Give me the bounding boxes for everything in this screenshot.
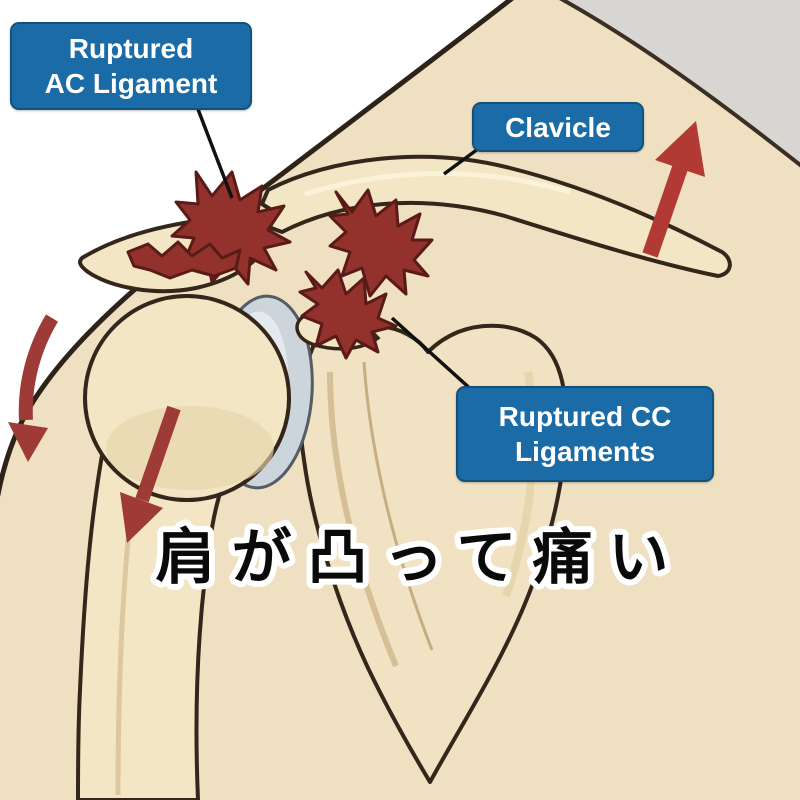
- displacement-arrows: [8, 121, 705, 543]
- shoulder-down-arrow-shaft: [18, 314, 59, 421]
- clavicle-up-arrow-shaft: [642, 165, 688, 258]
- cc-leader-line: [390, 316, 476, 394]
- neck-outline: [559, 0, 800, 168]
- shoulder-down-arrow-head: [8, 422, 48, 462]
- ruptured-cc-upper-shape: [328, 188, 434, 298]
- label-ruptured-ac-ligament: Ruptured AC Ligament: [10, 22, 252, 110]
- background-corner: [563, 0, 800, 165]
- ruptured-cc-lower-shape: [298, 268, 398, 360]
- ruptured-ac-ligament-shape: [170, 170, 292, 286]
- label-ruptured-cc-ligaments: Ruptured CC Ligaments: [456, 386, 714, 482]
- clavicle-up-arrow-head: [655, 121, 705, 177]
- humerus-down-arrow-head: [120, 492, 163, 543]
- ac-leader-line: [194, 103, 234, 199]
- overlay-caption: 肩が凸って痛い: [156, 524, 685, 591]
- torn-ligaments: [126, 170, 434, 360]
- scapula-ridge-line-2: [362, 361, 434, 651]
- humerus-down-arrow-shaft: [135, 405, 181, 503]
- acromion-torn-fringe: [126, 240, 242, 280]
- label-clavicle: Clavicle: [472, 102, 644, 152]
- humeral-head-shading: [106, 406, 274, 490]
- scapula-ridge-line: [327, 371, 399, 668]
- clavicle-highlight: [304, 170, 571, 197]
